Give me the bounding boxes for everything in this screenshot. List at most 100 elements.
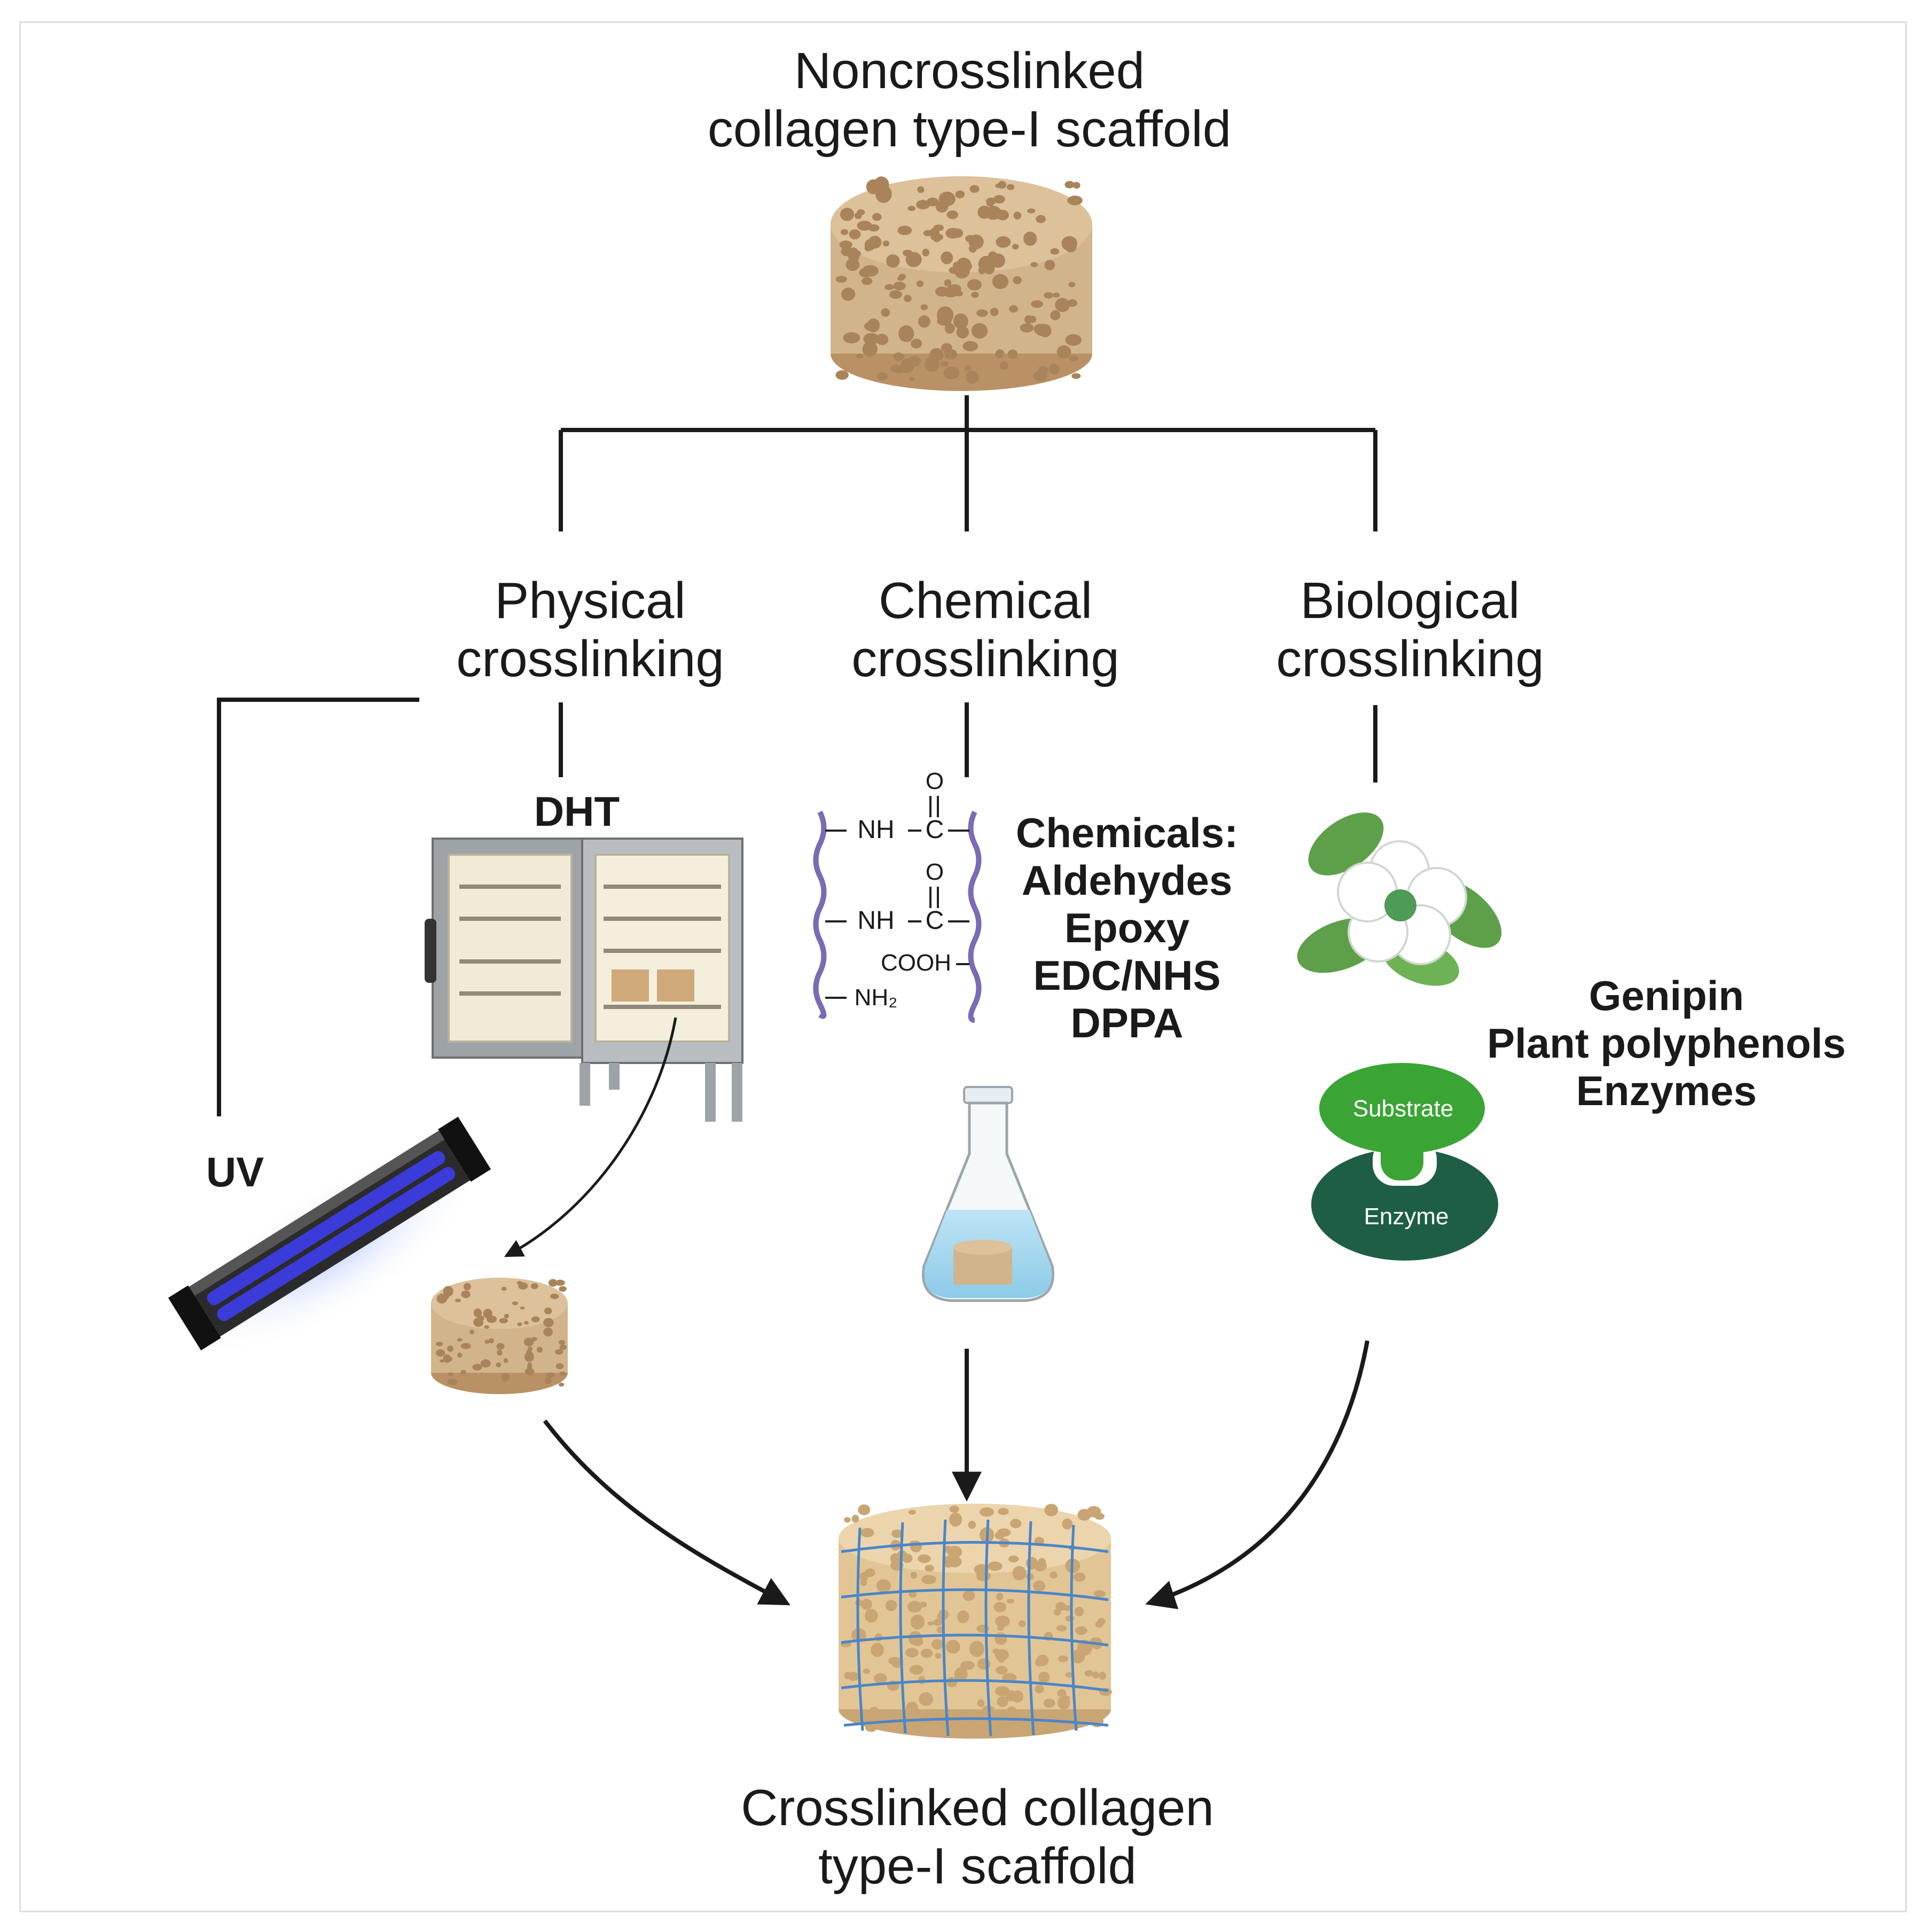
scaffold-pore: [986, 201, 994, 207]
scaffold-pore: [1008, 1555, 1019, 1563]
scaffold-pore: [962, 1590, 975, 1601]
scaffold-pore: [870, 1707, 879, 1716]
scaffold-pore: [856, 354, 864, 358]
scaffold-pore: [920, 304, 928, 310]
dht-oven-image: [425, 838, 743, 1122]
scaffold-pore: [1023, 231, 1037, 246]
scaffold-pore: [559, 1286, 567, 1292]
scaffold-pore: [910, 1614, 925, 1630]
scaffold-pore: [1093, 1590, 1106, 1598]
agent-plant-polyphenols: Plant polyphenols: [1487, 1019, 1846, 1067]
scaffold-pore: [1052, 292, 1060, 298]
scaffold-pore: [1050, 248, 1060, 255]
scaffold-pore: [996, 1592, 1004, 1601]
scaffold-pore: [863, 1669, 870, 1674]
scaffold-pore: [965, 370, 979, 384]
scaffold-pore: [995, 1531, 1005, 1540]
scaffold-pore: [996, 1665, 1008, 1675]
scaffold-pore: [898, 325, 914, 342]
top-title-line2: collagen type-I scaffold: [707, 100, 1232, 158]
scaffold-pore: [909, 1591, 917, 1598]
biological-label-line2: crosslinking: [1276, 630, 1544, 688]
plant-image: [1297, 812, 1502, 986]
scaffold-pore: [843, 332, 860, 343]
scaffold-pore: [558, 1382, 565, 1387]
scaffold-pore: [1071, 373, 1081, 379]
scaffold-pore: [931, 1639, 944, 1650]
scaffold-pore: [518, 1282, 528, 1290]
scaffold-pore: [964, 365, 972, 371]
scaffold-pore: [957, 1610, 969, 1623]
scaffold-pore: [548, 1279, 558, 1287]
scaffold-pore: [1044, 292, 1053, 299]
biological-agents-list: Genipin Plant polyphenols Enzymes: [1474, 972, 1859, 1115]
scaffold-pore: [985, 206, 1001, 220]
dht-label: DHT: [534, 788, 620, 835]
scaffold-pore: [499, 1318, 508, 1324]
scaffold-pore: [889, 290, 903, 299]
scaffold-pore: [1094, 1513, 1105, 1520]
scaffold-pore: [1020, 323, 1034, 333]
chemical-label-line1: Chemical: [878, 572, 1093, 629]
scaffold-pore: [923, 230, 933, 237]
crosslinked-scaffold-image: [839, 1504, 1112, 1739]
top-title: Noncrosslinked collagen type-I scaffold: [641, 42, 1298, 159]
scaffold-pore: [944, 323, 955, 334]
scaffold-pore: [1065, 334, 1082, 346]
scaffold-pore: [857, 221, 872, 231]
scaffold-pore: [555, 1279, 565, 1286]
scaffold-pore: [1038, 1558, 1046, 1566]
scaffold-pore: [512, 1301, 519, 1305]
crosslink-mesh: [841, 1519, 1109, 1737]
scaffold-pore: [1012, 244, 1019, 250]
scaffold-pore: [501, 1287, 507, 1291]
scaffold-pore: [1018, 1620, 1026, 1628]
scaffold-pore: [1062, 1518, 1073, 1530]
scaffold-pore: [835, 276, 847, 283]
scaffold-pore: [1007, 349, 1018, 359]
scaffold-pore: [447, 1346, 453, 1352]
scaffold-pore: [893, 281, 906, 291]
enzyme-label: Enzyme: [1364, 1203, 1449, 1230]
biological-crosslinking-label: Biological crosslinking: [1223, 572, 1597, 689]
scaffold-pore: [1027, 208, 1036, 214]
scaffold-pore: [936, 1626, 944, 1633]
scaffold-pore: [918, 1554, 931, 1563]
scaffold-pore: [962, 341, 978, 351]
scaffold-pore: [858, 1504, 871, 1515]
scaffold-pore: [554, 1349, 563, 1355]
scaffold-pore: [862, 341, 878, 357]
physical-crosslinked-scaffold-image: [431, 1278, 568, 1394]
scaffold-pore: [935, 201, 949, 213]
scaffold-pore: [1038, 1671, 1050, 1684]
scaffold-pore: [921, 1648, 933, 1658]
scaffold-pore: [524, 1351, 534, 1362]
scaffold-pore: [955, 190, 965, 199]
scaffold-pore: [1074, 1606, 1084, 1617]
scaffold-pore: [544, 1307, 552, 1315]
scaffold-pore: [536, 1347, 543, 1353]
oxygen-label-2: O: [925, 859, 944, 885]
scaffold-pore: [897, 276, 905, 281]
scaffold-pore: [1095, 1621, 1103, 1628]
scaffold-pore: [1043, 1699, 1055, 1708]
scaffold-pore: [851, 1514, 859, 1523]
scaffold-pore: [946, 210, 958, 220]
scaffold-pore: [443, 1286, 453, 1297]
scaffold-pore: [998, 1508, 1009, 1515]
scaffold-pore: [876, 1579, 891, 1592]
scaffold-pore: [555, 1363, 564, 1370]
scaffold-pore: [892, 353, 905, 361]
scaffold-pore: [1067, 195, 1083, 206]
scaffold-pore: [1055, 1601, 1066, 1611]
scaffold-pore: [504, 1313, 510, 1319]
scaffold-pore: [840, 208, 855, 221]
scaffold-pore: [1030, 262, 1038, 268]
substrate-label: Substrate: [1353, 1096, 1453, 1122]
chemical-item-dppa: DPPA: [1070, 999, 1184, 1046]
chemical-item-aldehydes: Aldehydes: [1021, 856, 1233, 904]
scaffold-pore: [436, 1293, 448, 1304]
scaffold-pore: [1029, 316, 1037, 323]
scaffold-pore: [912, 1638, 923, 1646]
